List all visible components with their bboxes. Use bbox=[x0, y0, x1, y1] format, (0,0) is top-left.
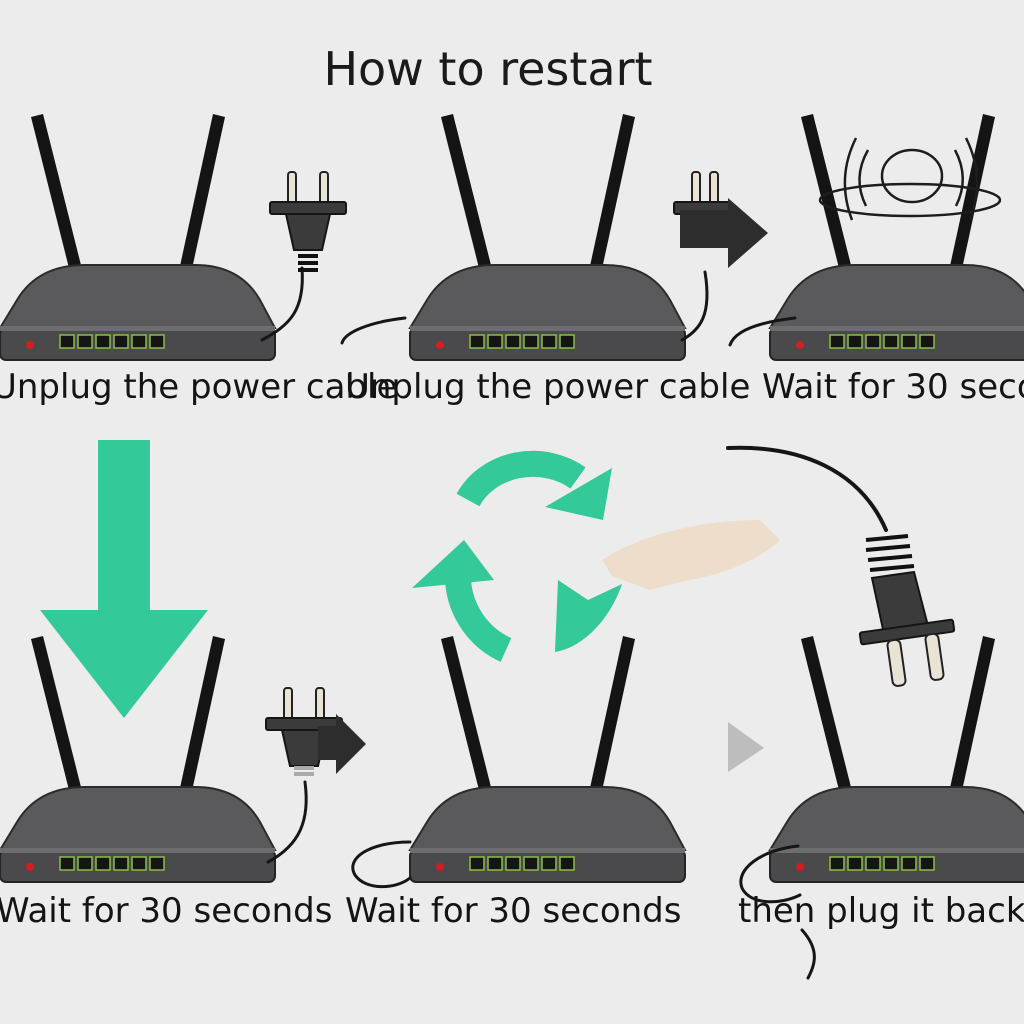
step-caption: Unplug the power cable bbox=[345, 367, 750, 407]
step-1-panel: Unplug the power cable bbox=[0, 113, 397, 407]
power-cable bbox=[340, 316, 407, 345]
step-caption: Unplug the power cable bbox=[0, 367, 397, 407]
router-icon bbox=[769, 113, 1024, 361]
step-caption: Wait for 30 seconds bbox=[345, 891, 681, 931]
power-plug-icon bbox=[726, 445, 956, 687]
power-plug-icon bbox=[673, 171, 731, 215]
hand-icon bbox=[602, 520, 780, 590]
step-5-panel: Wait for 30 seconds bbox=[345, 635, 764, 931]
step-caption: then plug it back i bbox=[738, 891, 1024, 931]
power-cable bbox=[266, 780, 308, 864]
down-arrow-icon bbox=[40, 440, 208, 718]
power-plug-icon bbox=[269, 171, 347, 272]
right-arrow-icon bbox=[728, 722, 764, 772]
power-cable bbox=[739, 844, 802, 904]
router-icon bbox=[0, 113, 276, 361]
right-arrow-icon bbox=[680, 198, 768, 268]
step-4-panel: Wait for 30 seconds bbox=[0, 635, 366, 931]
spinning-rings-icon bbox=[818, 137, 1002, 221]
router-icon bbox=[409, 635, 686, 883]
power-cable bbox=[680, 270, 709, 342]
power-cable bbox=[351, 840, 412, 889]
step-6-panel: then plug it back i bbox=[738, 635, 1024, 980]
step-3-panel: Wait for 30 seco bbox=[728, 113, 1024, 407]
power-cable bbox=[728, 316, 797, 347]
page-title: How to restart bbox=[323, 42, 652, 96]
right-arrow-icon bbox=[318, 714, 366, 774]
power-cable bbox=[260, 266, 304, 342]
step-caption: Wait for 30 seco bbox=[762, 367, 1024, 407]
step-2-panel: Unplug the power cable bbox=[340, 113, 768, 407]
router-icon bbox=[409, 113, 686, 361]
step-caption: Wait for 30 seconds bbox=[0, 891, 332, 931]
refresh-cycle-icon bbox=[412, 450, 622, 662]
power-plug-icon bbox=[265, 687, 343, 776]
power-cable bbox=[800, 928, 816, 980]
